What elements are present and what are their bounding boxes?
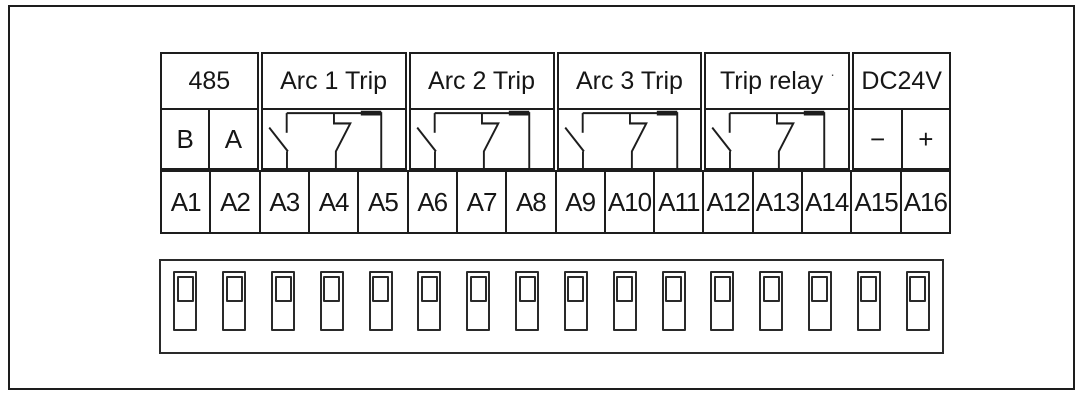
group-arc-2-trip-label: Arc 2 Trip	[428, 66, 536, 95]
screw-terminal-icon	[417, 271, 442, 331]
screw-terminal-icon	[612, 271, 637, 331]
screw-terminal-icon	[173, 271, 198, 331]
relay-changeover-contact-icon	[559, 110, 701, 168]
terminal-strip	[159, 259, 944, 354]
screw-terminal-icon	[563, 271, 588, 331]
terminal-a6: A6	[406, 172, 456, 232]
terminal-a4: A4	[307, 172, 357, 232]
group-485-label: 485	[188, 66, 231, 95]
terminal-a8: A8	[505, 172, 554, 232]
group-dc24v-header: DC24V	[854, 54, 949, 110]
terminal-number-row: A1 A2 A3 A4 A5 A6 A7 A8 A9 A10 A11 A12 A…	[160, 170, 951, 234]
terminal-a9: A9	[554, 172, 604, 232]
group-485-subrow: B A	[162, 110, 257, 168]
screw-terminal-icon	[515, 271, 540, 331]
screw-slot	[518, 276, 536, 302]
terminal-block-table: 485 B A Arc 1 Trip	[160, 52, 951, 234]
screw-slot	[762, 276, 780, 302]
group-trip-relay-label: Trip relay	[719, 66, 824, 95]
screw-slot	[567, 276, 585, 302]
terminal-a10: A10	[603, 172, 653, 232]
group-trip-relay-header: Trip relay ·	[706, 54, 849, 110]
screw-terminal-icon	[661, 271, 686, 331]
screw-terminal-icon	[368, 271, 393, 331]
screw-slot	[909, 276, 927, 302]
screw-slot	[323, 276, 341, 302]
terminal-a3: A3	[258, 172, 308, 232]
relay-changeover-contact-icon	[411, 110, 553, 168]
group-arc-1-trip-header: Arc 1 Trip	[262, 54, 405, 110]
terminal-a2: A2	[209, 172, 258, 232]
relay-changeover-contact-icon	[263, 110, 405, 168]
screw-terminal-icon	[856, 271, 881, 331]
screw-terminal-icon	[271, 271, 296, 331]
small-mark: ·	[830, 66, 835, 82]
screw-slot	[176, 276, 194, 302]
terminal-a12: A12	[702, 172, 751, 232]
group-trip-relay: Trip relay ·	[704, 52, 851, 170]
group-row: 485 B A Arc 1 Trip	[160, 52, 951, 170]
group-arc-2-trip: Arc 2 Trip	[408, 52, 555, 170]
group-arc-1-trip-label: Arc 1 Trip	[280, 66, 388, 95]
group-arc-3-trip: Arc 3 Trip	[556, 52, 703, 170]
relay-changeover-contact-icon	[706, 110, 848, 168]
screw-slot	[420, 276, 438, 302]
terminal-a7: A7	[455, 172, 505, 232]
terminal-function-A: A	[208, 110, 256, 168]
screw-slot	[665, 276, 683, 302]
terminal-a14: A14	[801, 172, 850, 232]
diagram-frame: 485 B A Arc 1 Trip	[8, 5, 1075, 390]
screw-slot	[274, 276, 292, 302]
group-arc-3-trip-header: Arc 3 Trip	[558, 54, 701, 110]
terminal-a16: A16	[899, 172, 949, 232]
terminal-polarity-minus: −	[869, 123, 886, 154]
screw-terminal-icon	[319, 271, 344, 331]
terminal-a5: A5	[357, 172, 406, 232]
terminal-a13: A13	[751, 172, 801, 232]
screw-slot	[372, 276, 390, 302]
terminal-polarity-plus: +	[900, 110, 949, 168]
screw-slot	[469, 276, 487, 302]
screw-slot	[811, 276, 829, 302]
group-arc-3-trip-label: Arc 3 Trip	[575, 66, 683, 95]
group-arc-2-trip-header: Arc 2 Trip	[410, 54, 553, 110]
screw-terminal-icon	[905, 271, 930, 331]
screw-terminal-icon	[466, 271, 491, 331]
terminal-a11: A11	[653, 172, 702, 232]
terminal-a1: A1	[170, 186, 202, 217]
group-arc-1-trip: Arc 1 Trip	[260, 52, 407, 170]
group-dc24v-label: DC24V	[861, 66, 942, 95]
group-dc24v: DC24V − +	[852, 52, 951, 170]
screw-slot	[616, 276, 634, 302]
group-dc24v-subrow: − +	[854, 110, 949, 168]
screw-slot	[713, 276, 731, 302]
screw-terminal-icon	[710, 271, 735, 331]
screw-terminal-icon	[759, 271, 784, 331]
screw-terminal-icon	[222, 271, 247, 331]
screw-slot	[860, 276, 878, 302]
screw-slot	[225, 276, 243, 302]
terminal-function-B: B	[176, 123, 194, 154]
screw-terminal-icon	[807, 271, 832, 331]
group-485-header: 485	[162, 54, 257, 110]
terminal-a15: A15	[850, 172, 899, 232]
group-485: 485 B A	[160, 52, 259, 170]
